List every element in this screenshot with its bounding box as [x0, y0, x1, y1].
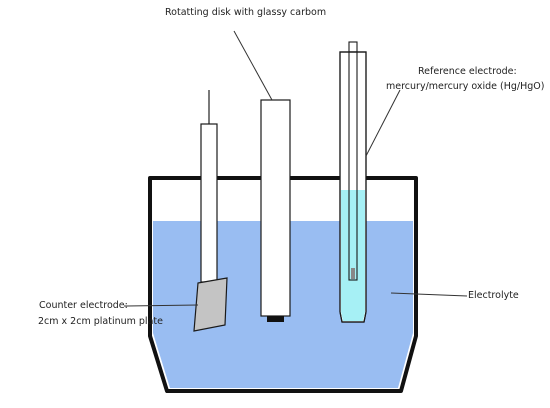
reference-electrode-label: Reference electrode:: [418, 66, 517, 77]
reference-leader: [365, 89, 401, 157]
rotating-disk-electrode-body: [260, 99, 291, 317]
counter-electrode-rod: [200, 123, 218, 283]
glassy-carbon-disk: [267, 316, 284, 322]
electrolyte-leader: [390, 292, 468, 297]
counter-electrode-detail: 2cm x 2cm platinum plate: [38, 316, 163, 327]
rotating-disk-leader: [233, 30, 273, 101]
electrolyte-label: Electrolyte: [468, 290, 519, 301]
rotating-disk-label: Rotatting disk with glassy carbom: [165, 7, 327, 18]
mercury-oxide-element: [351, 268, 355, 279]
counter-electrode-label: Counter electrode:: [39, 300, 128, 311]
reference-electrode-cap: [348, 41, 358, 53]
reference-electrode-detail: mercury/mercury oxide (Hg/HgO): [386, 81, 545, 92]
reference-electrode-tube-outline: [339, 51, 367, 323]
reference-electrode-inner-tube: [348, 51, 358, 281]
vessel: [148, 176, 418, 393]
reference-electrode-solution: [341, 190, 365, 321]
platinum-plate: [193, 277, 228, 332]
counter-leader: [123, 304, 199, 307]
